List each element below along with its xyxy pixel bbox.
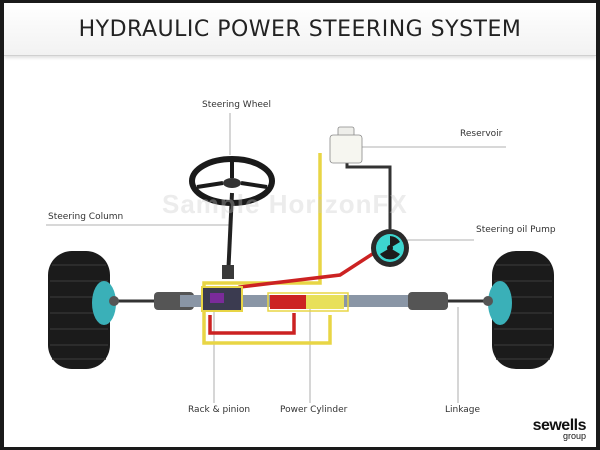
steering-column [222,192,234,279]
rack-pinion-housing [201,286,243,312]
label-steering-wheel: Steering Wheel [202,100,271,110]
left-wheel [48,251,119,369]
label-linkage: Linkage [445,405,481,415]
steering-diagram [46,113,554,403]
right-wheel [483,251,554,369]
watermark: Sample HorizonFX [162,189,408,219]
logo-sub: group [562,431,586,441]
label-rack-pinion: Rack & pinion [188,405,251,415]
power-cylinder [267,292,349,312]
return-lines [202,153,332,345]
steering-oil-pump [371,229,409,267]
reservoir-hose [345,161,392,229]
steering-wheel [189,156,275,206]
reservoir [329,126,363,164]
label-steering-column: Steering Column [48,212,124,222]
red-cylinder-line [208,313,296,335]
label-reservoir: Reservoir [460,129,503,139]
label-steering-oil-pump: Steering oil Pump [476,225,556,235]
label-power-cylinder: Power Cylinder [280,405,348,415]
slide: HYDRAULIC POWER STEERING SYSTEM [4,3,596,447]
yellow-return-line [202,153,332,345]
diagram-title: HYDRAULIC POWER STEERING SYSTEM [78,17,522,42]
leader-lines [46,113,506,403]
title-bar: HYDRAULIC POWER STEERING SYSTEM [4,3,596,56]
logo-name: sewells [532,417,587,434]
sewells-logo: sewells group [532,417,587,441]
